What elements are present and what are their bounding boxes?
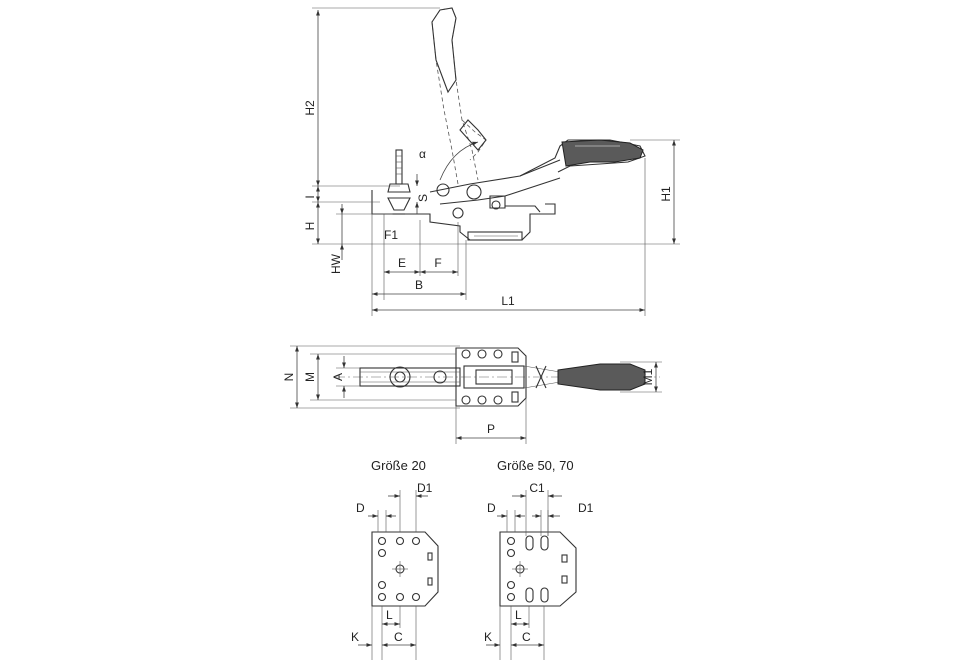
detail-20-label-L: L xyxy=(386,608,393,622)
detail-20-label-D: D xyxy=(356,501,365,515)
label-E: E xyxy=(398,256,406,270)
label-P: P xyxy=(487,422,495,436)
label-M1: M1 xyxy=(641,368,655,385)
detail-size-50-70: Größe 50, 70 C1 D D1 xyxy=(484,458,594,660)
detail-50-70-title: Größe 50, 70 xyxy=(497,458,574,473)
label-HW: HW xyxy=(329,253,343,274)
label-M: M xyxy=(303,372,317,382)
detail-20-title: Größe 20 xyxy=(371,458,426,473)
label-N: N xyxy=(282,373,296,382)
detail-20-label-K: K xyxy=(351,630,359,644)
detail-50-70-label-L: L xyxy=(515,608,522,622)
detail-20-label-D1: D1 xyxy=(417,481,433,495)
label-F1: F1 xyxy=(384,228,398,242)
label-H: H xyxy=(303,222,317,231)
label-H2: H2 xyxy=(303,100,317,116)
detail-50-70-label-D1: D1 xyxy=(578,501,594,515)
label-alpha: α xyxy=(419,147,426,161)
top-view: N M A M1 P xyxy=(282,345,662,444)
label-S: S xyxy=(416,194,430,202)
detail-50-70-label-C1: C1 xyxy=(529,481,545,495)
label-B: B xyxy=(415,278,423,292)
label-F: F xyxy=(434,256,441,270)
label-H1: H1 xyxy=(659,186,673,202)
detail-20-label-C: C xyxy=(394,630,403,644)
detail-50-70-label-C: C xyxy=(522,630,531,644)
label-L1: L1 xyxy=(501,294,515,308)
detail-size-20: Größe 20 D1 D L K xyxy=(351,458,439,660)
label-A: A xyxy=(331,373,345,381)
detail-50-70-label-D: D xyxy=(487,501,496,515)
label-I: I xyxy=(303,195,317,198)
side-view: α H2 I H HW S F1 E F xyxy=(303,7,680,316)
detail-50-70-label-K: K xyxy=(484,630,492,644)
